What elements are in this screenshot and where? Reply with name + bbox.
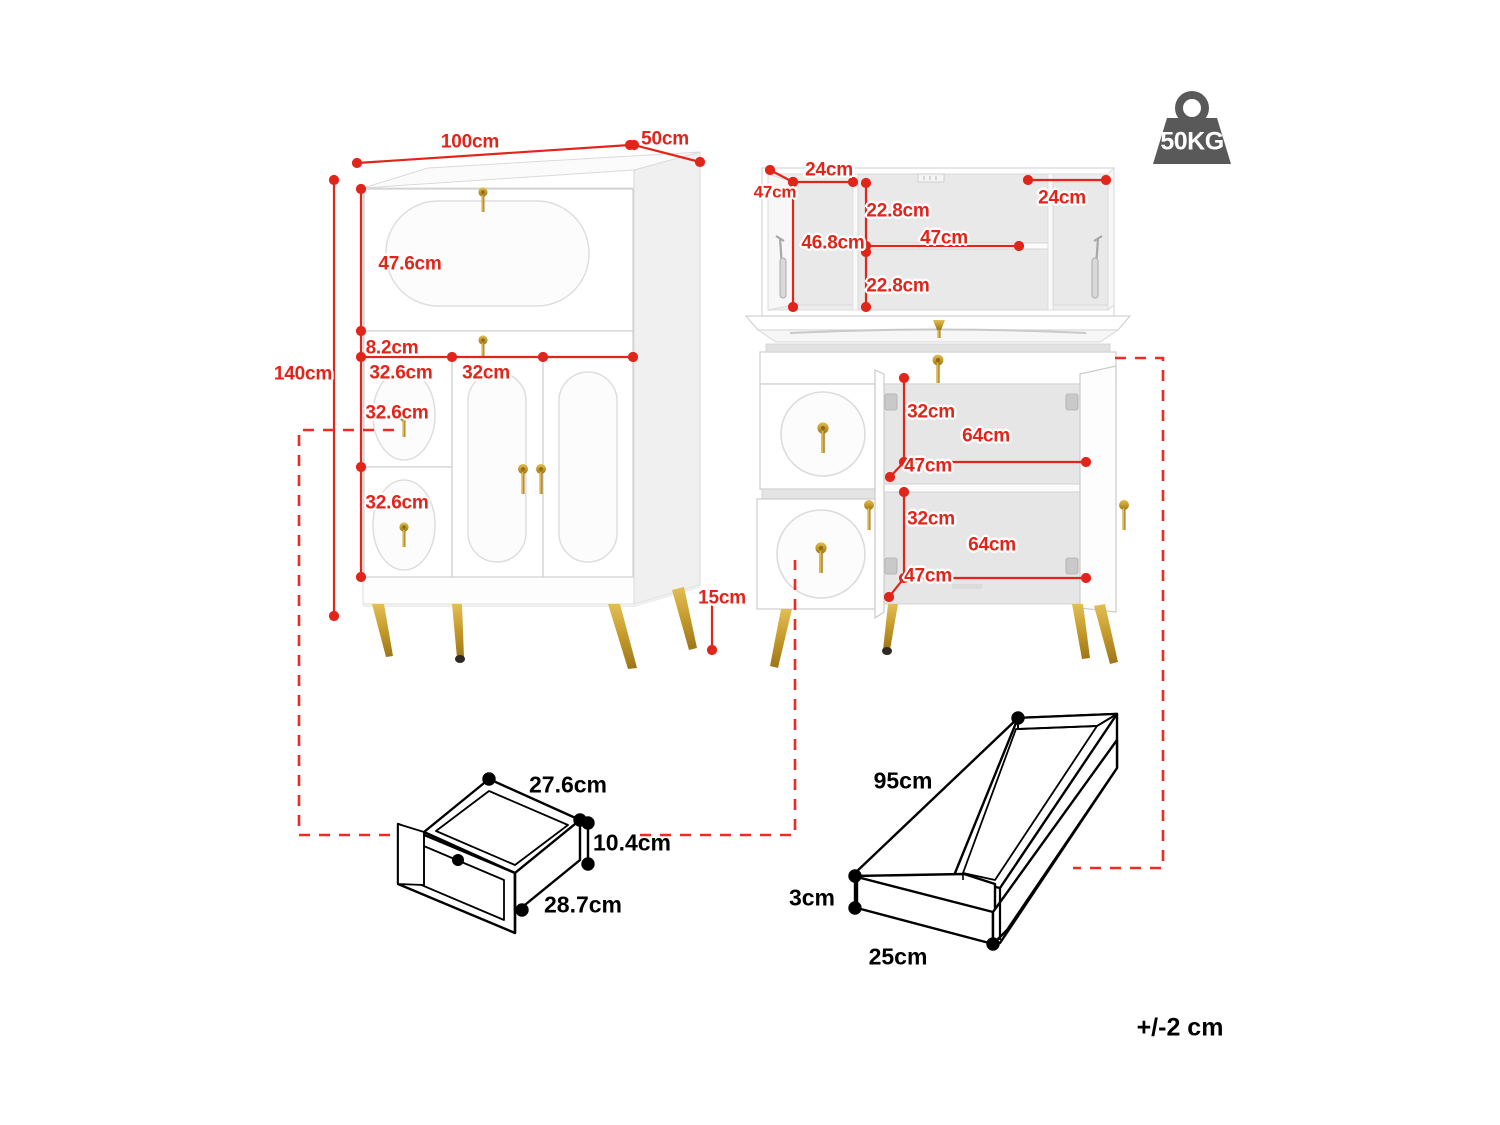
weight-badge-icon (1153, 91, 1231, 164)
small-drawer-illustration (396, 777, 582, 935)
closed-cabinet-illustration (362, 151, 701, 669)
gold-knob-drop-door (478, 187, 488, 212)
gas-strut-left (775, 235, 787, 299)
gold-handle-right-door (536, 464, 546, 494)
open-view-dimension-lines (764, 164, 1112, 603)
long-drawer-illustration (852, 712, 1119, 946)
cabinet-legs-closed (372, 587, 697, 669)
cabinet-legs-open (770, 604, 1118, 668)
gold-knob-lower-left-drawer (399, 522, 409, 547)
small-drawer-dimension-lines (482, 772, 595, 917)
weight-badge-label: 50KG (1160, 127, 1224, 156)
gold-knob-upper-left-drawer (399, 412, 409, 437)
closed-view-dimension-lines (328, 139, 718, 656)
callout-dashed-connectors (297, 356, 1165, 870)
door-hinges (884, 393, 1079, 575)
gold-knob-slim-drawer (478, 335, 488, 360)
long-drawer-dimension-lines (848, 711, 1025, 951)
gold-handle-open-right-door (1119, 500, 1129, 530)
open-cabinet-illustration (744, 166, 1132, 668)
gold-knob-open-door (933, 320, 945, 338)
gold-handle-open-left-door (864, 500, 874, 530)
gold-knob-open-drawer-upper (817, 422, 829, 453)
tolerance-note: +/-2 cm (1136, 1013, 1224, 1042)
gold-handle-center-door (518, 464, 528, 494)
gold-knob-slim-drawer-open (932, 354, 944, 383)
gas-strut-right (1091, 235, 1103, 299)
gold-knob-open-drawer-lower (815, 542, 827, 573)
